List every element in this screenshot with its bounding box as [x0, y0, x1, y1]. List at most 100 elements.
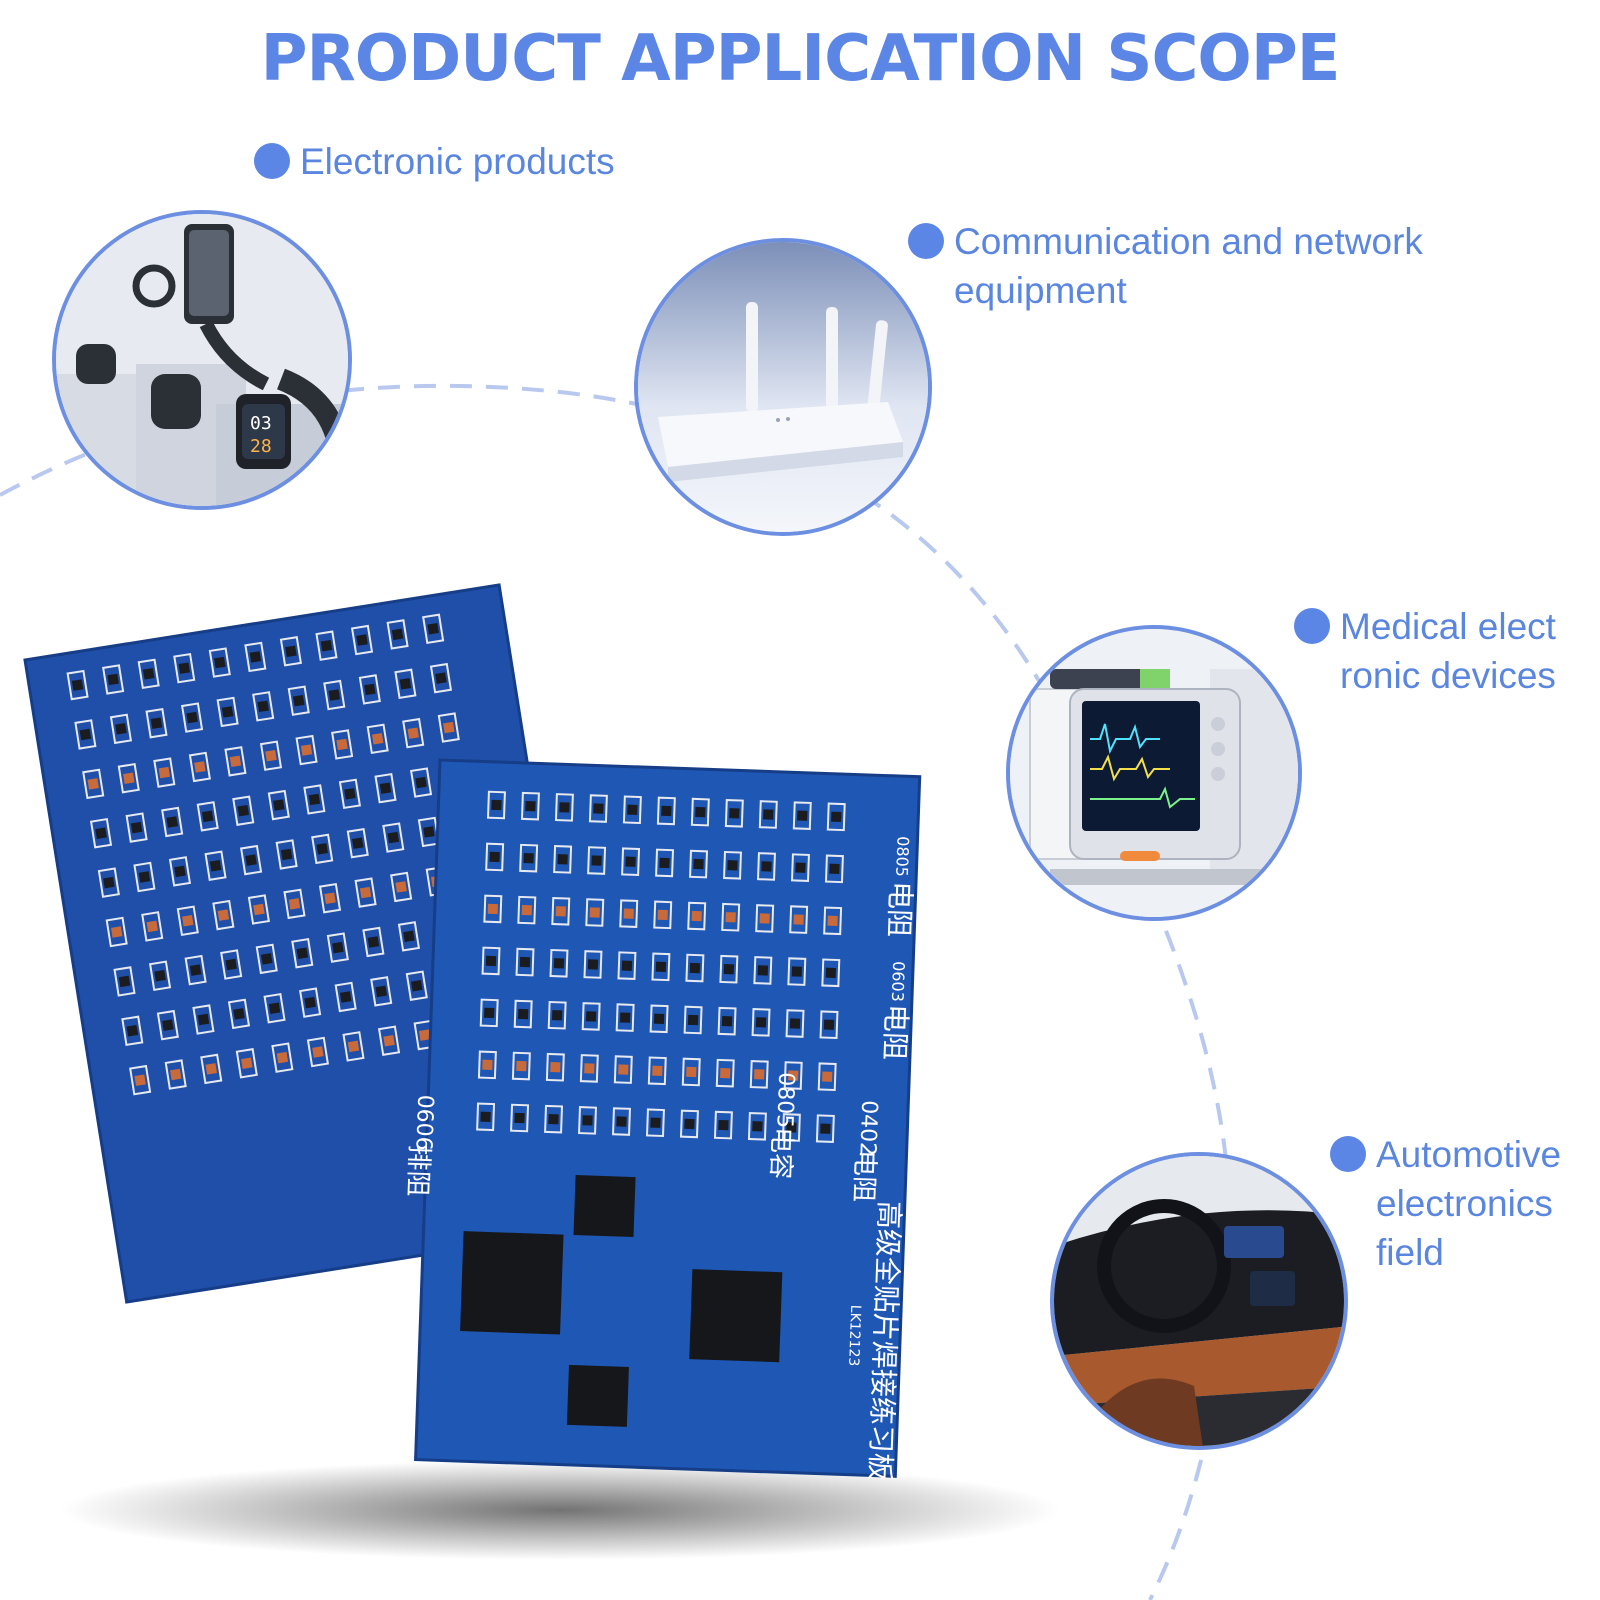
smd-pad: [519, 843, 539, 873]
smd-component: [759, 913, 770, 924]
smd-pad: [318, 882, 342, 914]
smd-pad: [785, 1009, 805, 1038]
smd-pad: [826, 802, 846, 832]
smd-pad: [547, 1000, 567, 1030]
smd-pad: [617, 951, 637, 980]
smd-component: [194, 761, 206, 773]
smd-pad: [647, 1056, 667, 1086]
smd-pad: [156, 1009, 179, 1041]
label-line: electronics: [1376, 1183, 1553, 1224]
smd-component: [487, 903, 499, 915]
smd-component: [359, 886, 372, 899]
smd-pad: [581, 1002, 601, 1031]
smd-component: [435, 672, 447, 684]
smd-component: [399, 678, 412, 690]
smd-pad: [817, 1062, 837, 1092]
smd-component: [312, 1046, 324, 1058]
smd-pad: [188, 751, 211, 783]
smd-component: [126, 1025, 139, 1037]
smd-pad: [549, 948, 569, 978]
label-line: Communication and network: [954, 221, 1423, 262]
smd-pad: [271, 1042, 294, 1073]
smd-pad: [553, 845, 573, 874]
smd-component: [585, 1011, 597, 1022]
smd-pad: [204, 850, 227, 881]
smd-pad: [240, 844, 263, 876]
smd-component: [559, 802, 570, 813]
smd-component: [118, 975, 131, 988]
smd-pad: [824, 854, 844, 884]
smd-pad: [97, 867, 120, 898]
smd-pad: [645, 1108, 665, 1138]
smd-pad: [585, 898, 605, 927]
smd-pad: [551, 897, 571, 926]
front-pcb-board: 0805 电阻 0603 电阻 0402 电阻 0805 电容 0606 排阻 …: [402, 758, 922, 1481]
smd-pad: [338, 778, 362, 810]
smd-component: [655, 961, 667, 973]
smd-pad: [724, 798, 744, 828]
smd-pad: [405, 970, 428, 1001]
smd-component: [827, 915, 838, 926]
smd-pad: [681, 1057, 701, 1087]
smd-component: [485, 955, 497, 967]
smd-component: [293, 694, 305, 707]
smd-component: [695, 806, 706, 818]
smd-component: [820, 1123, 831, 1134]
smd-pad: [510, 1103, 530, 1133]
smd-pad: [212, 899, 235, 931]
smd-component: [387, 831, 400, 844]
smd-component: [589, 907, 600, 918]
smd-pad: [651, 952, 671, 982]
patient-monitor-photo: [1006, 625, 1302, 921]
smd-component: [347, 1040, 360, 1053]
smd-component: [403, 930, 415, 943]
smd-component: [557, 854, 568, 865]
smd-pad: [520, 791, 540, 821]
smd-component: [280, 848, 293, 861]
smd-component: [304, 996, 316, 1009]
smd-pad: [545, 1052, 565, 1082]
smd-component: [123, 772, 135, 784]
smd-pad: [483, 894, 503, 924]
smd-pad: [429, 662, 453, 694]
smd-pad: [758, 800, 778, 829]
smd-pad: [299, 987, 322, 1018]
smd-component: [245, 854, 257, 866]
smd-component: [316, 843, 328, 855]
smd-pad: [66, 669, 89, 701]
smd-pad: [715, 1058, 735, 1088]
smd-pad: [125, 812, 148, 843]
smd-pad: [394, 668, 417, 700]
smd-pad: [619, 899, 639, 928]
board-label-resistor-2: 电阻: [878, 1003, 913, 1060]
smd-component: [391, 628, 404, 641]
smd-component: [725, 912, 736, 923]
smd-component: [693, 858, 704, 870]
smd-pad: [180, 702, 204, 733]
smd-component: [723, 964, 735, 975]
smd-pad: [719, 954, 739, 984]
smd-component: [514, 1112, 525, 1124]
smd-pad: [227, 998, 251, 1030]
smd-component: [480, 1111, 491, 1122]
smd-component: [551, 1010, 563, 1021]
smd-component: [371, 733, 384, 745]
smd-component: [95, 827, 107, 839]
smd-pad: [513, 999, 533, 1029]
smd-pad: [244, 641, 267, 673]
smd-component: [553, 958, 565, 969]
smd-pad: [303, 784, 326, 815]
smd-pad: [683, 1005, 703, 1035]
smd-component: [619, 1012, 631, 1023]
label-electronic-products: Electronic products: [254, 137, 615, 186]
smd-pad: [579, 1054, 599, 1083]
smd-component: [721, 1016, 733, 1027]
svg-text:03: 03: [250, 413, 272, 434]
smd-pad: [437, 712, 460, 743]
smd-component: [344, 788, 356, 800]
smd-pad: [390, 871, 413, 903]
smd-pad: [113, 966, 136, 997]
smd-pad: [717, 1006, 737, 1036]
smd-component: [339, 991, 352, 1003]
smd-pad: [422, 613, 445, 645]
